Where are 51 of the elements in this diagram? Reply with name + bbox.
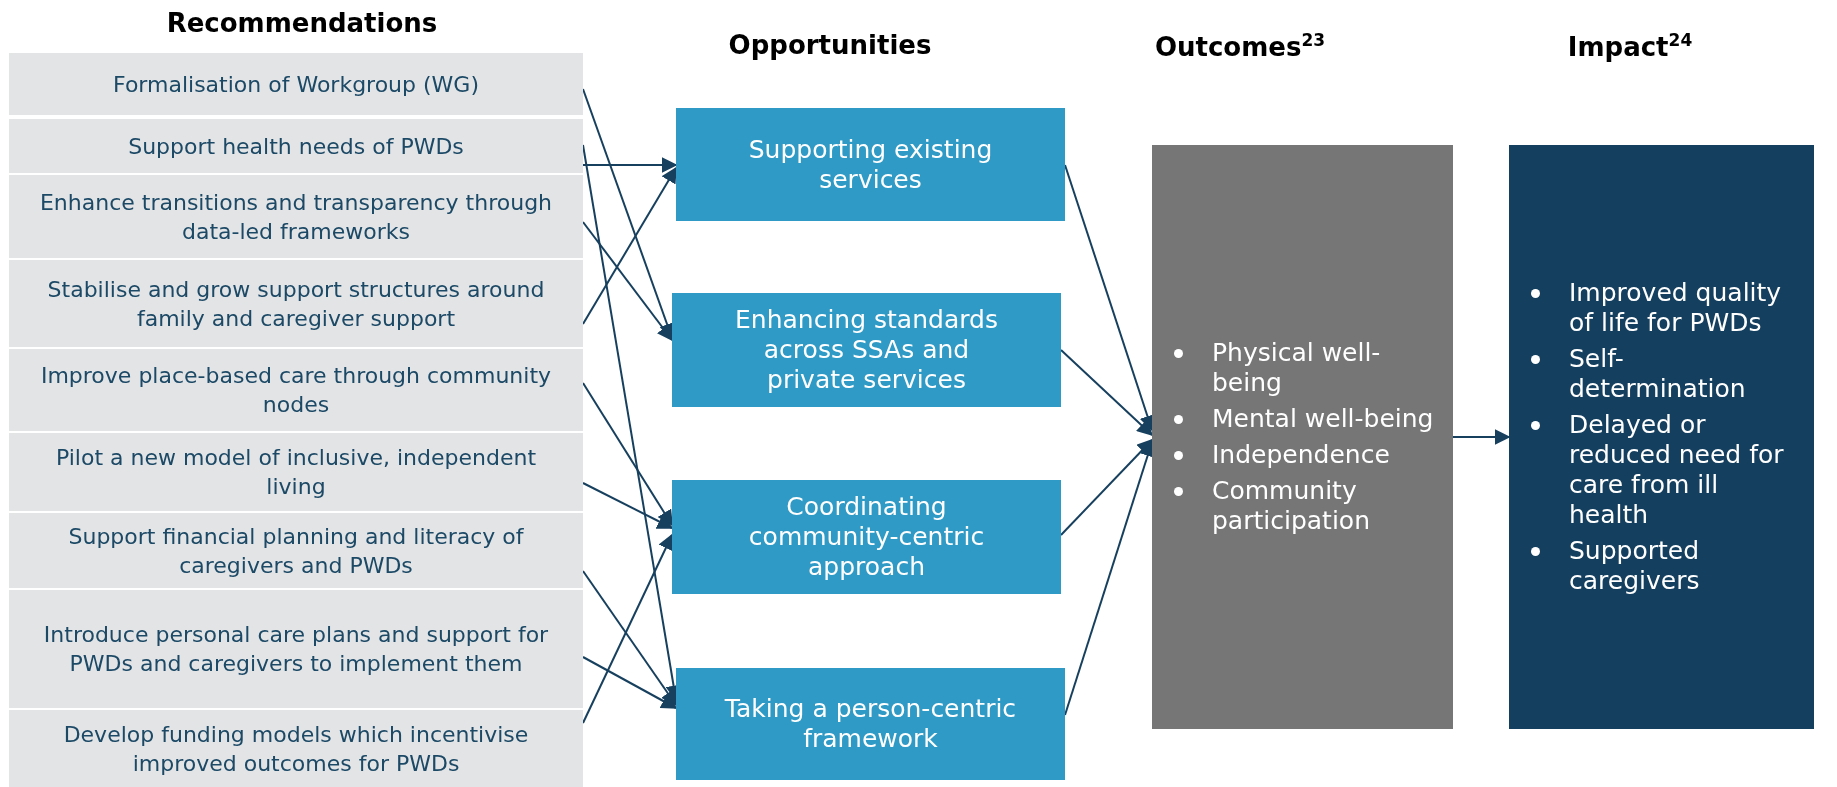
arrow: [1060, 438, 1154, 536]
arrow: [582, 166, 677, 325]
arrow: [582, 157, 678, 173]
column-heading: Opportunities: [728, 30, 932, 60]
arrow: [582, 482, 674, 529]
recommendation-text: Enhance transitions and transparency through data-led frameworks: [39, 188, 553, 246]
recommendation-box: [9, 710, 583, 787]
arrow: [582, 570, 677, 707]
bullet-text: Mental well-being: [1212, 404, 1434, 433]
recommendation-box: [9, 513, 583, 588]
bullet-text: Delayed or reduced need for care from ill health: [1569, 410, 1784, 529]
arrow: [1452, 429, 1511, 445]
bullet-text: Improved quality of life for PWDs: [1569, 278, 1782, 337]
bullet-text: Independence: [1212, 440, 1390, 469]
recommendation-text: Support financial planning and literacy of caregivers and PWDs: [67, 522, 525, 580]
column-heading: Outcomes$^{23}$: [1154, 30, 1326, 62]
recommendation-box: [9, 590, 583, 708]
arrow: [582, 533, 674, 724]
opportunity-text: Coordinating community-centric approach: [747, 492, 986, 582]
opportunity-box: [676, 668, 1065, 780]
recommendation-text: Support health needs of PWDs: [128, 132, 464, 161]
opportunity-box: [672, 480, 1061, 594]
column-heading: Recommendations: [166, 8, 438, 38]
recommendation-box: [9, 260, 583, 347]
opportunity-text: Supporting existing services: [747, 134, 994, 195]
recommendation-box: [9, 175, 583, 258]
recommendation-box: [9, 53, 583, 115]
column-heading: Impact$^{24}$: [1567, 30, 1693, 62]
opportunity-box: [676, 108, 1065, 221]
recommendation-text: Introduce personal care plans and support for PWDs and caregivers to implement them: [42, 621, 550, 678]
recommendation-text: Pilot a new model of inclusive, independent living: [54, 444, 538, 501]
opportunity-box: [672, 293, 1061, 407]
outcomes-panel: [1152, 145, 1453, 729]
arrow: [1060, 349, 1154, 437]
opportunity-text: Enhancing standards across SSAs and private services: [734, 305, 999, 395]
arrow: [582, 221, 673, 342]
bullet-text: Self-determination: [1569, 344, 1746, 403]
arrow: [582, 656, 678, 709]
bullet-text: Community participation: [1212, 476, 1370, 535]
arrow: [582, 382, 673, 527]
opportunity-text: Taking a person-centric framework: [724, 694, 1017, 754]
bullet-text: Supported caregivers: [1569, 536, 1700, 595]
impact-panel: [1509, 145, 1814, 729]
recommendation-text: Improve place-based care through community nodes: [39, 362, 553, 419]
recommendation-text: Develop funding models which incentivise improved outcomes for PWDs: [62, 720, 530, 778]
bullet-text: Physical well-being: [1212, 338, 1381, 397]
recommendation-box: [9, 349, 583, 431]
recommendation-text: Formalisation of Workgroup (WG): [113, 70, 479, 99]
recommendation-box: [9, 433, 583, 511]
recommendation-box: [9, 119, 583, 173]
recommendation-text: Stabilise and grow support structures around family and caregiver support: [46, 275, 546, 333]
